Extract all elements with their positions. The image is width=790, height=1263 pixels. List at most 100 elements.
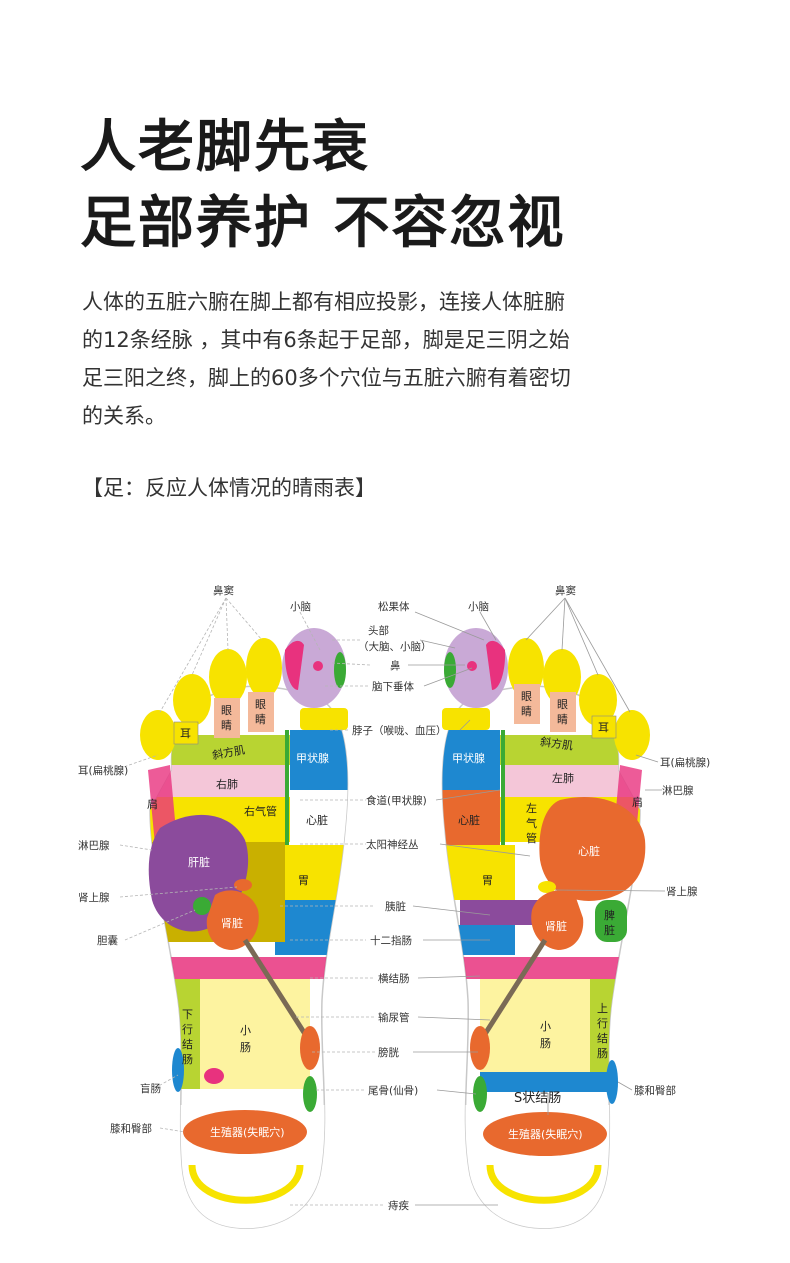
zone-text: 右肺: [216, 777, 238, 791]
left-toe-5: [140, 710, 176, 760]
left-lung-zone: [150, 765, 285, 797]
label-bozi: 脖子（喉咙、血压）: [352, 724, 447, 737]
zone-text: 行: [597, 1017, 608, 1030]
zone-text: 行: [182, 1023, 193, 1036]
left-hemorrhoid-arc: [188, 1164, 304, 1204]
label-linba-left: 淋巴腺: [78, 839, 110, 852]
zone-text: 肠: [597, 1047, 608, 1060]
right-small-intestine: [480, 979, 590, 1089]
heading-line-2: 足部养护 不容忽视: [80, 191, 566, 256]
zone-text: 心脏: [458, 814, 480, 827]
zone-text: 肝脏: [188, 856, 210, 869]
leader-lines: [114, 597, 666, 1206]
left-eye-cell-2: [248, 692, 274, 732]
right-sigmoid-colon: [480, 1072, 610, 1092]
zone-text: 左肺: [552, 772, 574, 785]
label-niaoguan: 输尿管: [378, 1011, 410, 1024]
zone-text: 肠: [182, 1053, 193, 1066]
label-linba-right: 淋巴腺: [662, 784, 694, 797]
left-ear-cell: [173, 721, 199, 745]
left-foot: 耳 眼 睛 眼 睛 斜方肌 右肺 肩 右气管 甲状腺 心脏 肝脏 胃 肾脏 下 …: [140, 628, 349, 1229]
right-foot: 耳 眼 睛 眼 睛 斜方肌 左肺 肩 左 气 管 甲状腺 心脏 心脏 胃 肾脏 …: [441, 628, 650, 1229]
right-thyroid-zone: [442, 730, 500, 790]
zone-text: 小: [540, 1020, 551, 1033]
right-adrenal-zone: [538, 881, 556, 893]
left-kidney-zone: [206, 890, 259, 950]
left-adrenal-zone: [234, 879, 252, 891]
right-bladder-zone: [470, 1026, 490, 1070]
heading-line-1: 人老脚先衰: [80, 115, 370, 180]
label-dannang: 胆囊: [97, 934, 118, 947]
zone-text: 肩: [147, 797, 158, 811]
right-ear-cell: [591, 715, 617, 739]
left-eye-cell-1: [214, 698, 240, 738]
left-tailbone-zone: [303, 1076, 317, 1112]
label-bi: 鼻: [390, 659, 401, 672]
right-toe-3: [543, 649, 581, 705]
label-shidao: 食道(甲状腺): [366, 794, 427, 807]
intro-line: 足三阳之终，脚上的60多个穴位与五脏六腑有着密切: [82, 366, 571, 390]
left-bladder-zone: [300, 1026, 320, 1070]
zone-text: 肠: [240, 1041, 251, 1054]
zone-text: 胃: [298, 874, 309, 887]
zone-text: 睛: [521, 705, 532, 718]
right-toe-2: [508, 638, 544, 698]
right-eye-cell-2: [550, 692, 576, 732]
right-spleen-zone: [595, 900, 627, 942]
label-yizang: 胰脏: [385, 900, 406, 913]
zone-text: 眼: [255, 698, 266, 711]
label-bidou-right: 鼻窦: [555, 584, 576, 597]
label-songguoti: 松果体: [378, 600, 410, 613]
left-toe-2: [246, 638, 282, 698]
left-genital-zone: [183, 1110, 307, 1154]
label-shenshang-left: 肾上腺: [78, 891, 110, 904]
right-pineal-zone: [486, 640, 506, 690]
intro-line: 的12条经脉 ，其中有6条起于足部，脚是足三阴之始: [82, 328, 570, 352]
left-thyroid-zone: [290, 730, 348, 790]
intro-line: 的关系。: [82, 404, 166, 428]
left-heart-zone: [290, 790, 348, 845]
right-genital-zone: [483, 1112, 607, 1156]
label-xiaonao-left: 小脑: [290, 600, 311, 613]
label-shenshang-right: 肾上腺: [666, 885, 698, 898]
zone-text: 气: [526, 816, 537, 830]
zone-text: 小: [240, 1024, 251, 1037]
zone-text: 肾脏: [221, 917, 243, 930]
right-head-zone: [444, 652, 456, 688]
left-pineal-zone: [284, 640, 304, 690]
zone-text: 下: [182, 1008, 193, 1021]
left-transverse-colon: [170, 957, 345, 979]
zone-text: 心脏: [578, 845, 600, 858]
diagram-caption: 【足：反应人体情况的晴雨表】: [82, 476, 376, 500]
zone-text: 耳: [180, 727, 191, 740]
right-neck-zone: [442, 708, 490, 730]
label-bidou-left: 鼻窦: [213, 584, 234, 597]
label-zhichuang: 痔疾: [388, 1199, 409, 1212]
zone-text: 右气管: [244, 804, 277, 818]
zone-text: 心脏: [306, 814, 328, 827]
zone-text: S状结肠: [514, 1091, 561, 1106]
right-stomach-zone: [442, 845, 515, 900]
zone-text: 眼: [221, 704, 232, 717]
left-toe-4: [173, 674, 211, 726]
zone-text: 上: [597, 1002, 608, 1015]
label-mangchang: 盲肠: [140, 1082, 161, 1095]
label-weigu: 尾骨(仙骨): [368, 1084, 418, 1097]
label-hengjie: 横结肠: [378, 972, 410, 985]
label-pangguang: 膀胱: [378, 1046, 399, 1059]
zone-text: 肾脏: [545, 920, 567, 933]
label-shierzhi: 十二指肠: [370, 934, 412, 947]
label-xiaonao-right: 小脑: [468, 600, 489, 613]
right-eye-cell-1: [514, 684, 540, 724]
left-toe-3: [209, 649, 247, 705]
right-transverse-colon: [445, 957, 620, 979]
zone-text: 肠: [540, 1037, 551, 1050]
zone-text: 睛: [557, 713, 568, 726]
right-toe-5: [614, 710, 650, 760]
zone-text: 眼: [557, 698, 568, 711]
label-er-left: 耳(扁桃腺): [78, 764, 128, 777]
left-appendix-zone: [172, 1048, 184, 1092]
left-ureter-line: [242, 938, 315, 1047]
left-head-zone: [334, 652, 346, 688]
